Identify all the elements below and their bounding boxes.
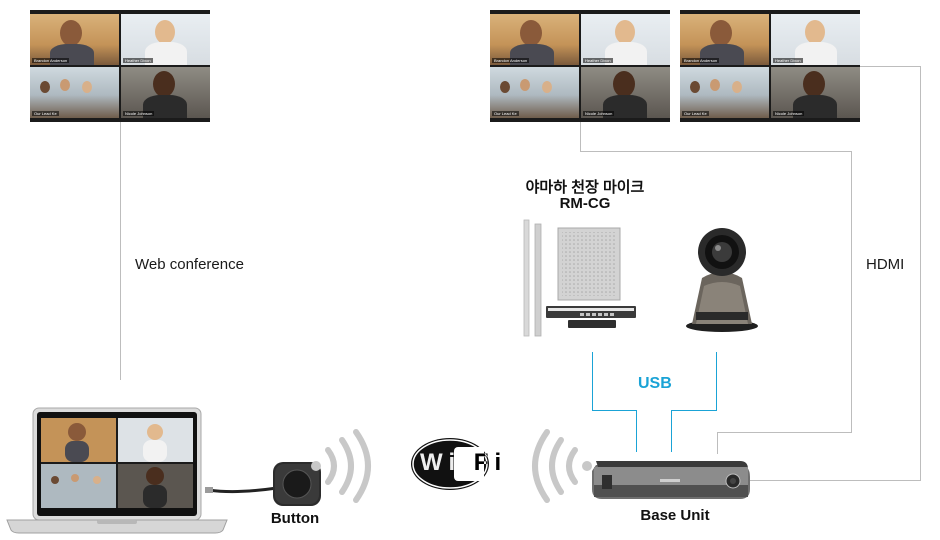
participant-name: Heather Dixon (583, 58, 613, 63)
mic-name-label: 야마하 천장 마이크 (525, 179, 645, 196)
hdmi-line-inner-bottom (717, 432, 852, 433)
usb-line-mic-across (592, 410, 637, 411)
participant-tile: Heather Dixon (771, 14, 860, 65)
hdmi-line-inner-right (851, 151, 852, 432)
participant-tile: Our Lead Ke (490, 67, 579, 118)
participant-name: Brandon Anderson (492, 58, 530, 63)
laptop-icon (6, 407, 228, 534)
screen2-drop-line (580, 122, 581, 152)
hdmi-line-outer-right (920, 66, 921, 480)
wifi-icon: Wi Fi (410, 437, 508, 491)
participant-tile: Brandon Anderson (30, 14, 119, 65)
usb-line-cam-across (671, 410, 717, 411)
hdmi-line-inner-top (580, 151, 852, 152)
participant-tile: Our Lead Ke (30, 67, 119, 118)
participant-name: Heather Dixon (123, 58, 153, 63)
participant-name: Our Lead Ke (32, 111, 59, 116)
participant-name: Heather Dixon (773, 58, 803, 63)
button-dongle-icon (205, 462, 321, 506)
participant-tile: Our Lead Ke (680, 67, 769, 118)
usb-label: USB (638, 375, 672, 392)
web-conference-label: Web conference (135, 256, 244, 273)
usb-line-cam-to-base (671, 410, 672, 452)
wireless-wave-icon (311, 429, 371, 503)
conference-screen-center: Brandon Anderson Heather Dixon Our Lead … (490, 10, 670, 122)
conference-screen-left: Brandon Anderson Heather Dixon Our Lead … (30, 10, 210, 122)
usb-line-cam-down (716, 352, 717, 410)
participant-name: Nicole Johnson (583, 111, 615, 116)
participant-name: Our Lead Ke (682, 111, 709, 116)
participant-tile: Heather Dixon (581, 14, 670, 65)
conference-screen-right: Brandon Anderson Heather Dixon Our Lead … (680, 10, 860, 122)
hdmi-line-outer-bottom (750, 480, 921, 481)
participant-name: Nicole Johnson (773, 111, 805, 116)
wifi-text: Wi Fi (420, 449, 508, 476)
participant-tile: Nicole Johnson (121, 67, 210, 118)
wireless-wave-icon (532, 429, 592, 503)
hdmi-label: HDMI (866, 256, 905, 273)
usb-line-mic-down (592, 352, 593, 410)
base-unit-label: Base Unit (640, 507, 710, 524)
camera-icon (686, 228, 758, 332)
base-unit-icon (592, 461, 750, 499)
participant-tile: Brandon Anderson (680, 14, 769, 65)
participant-name: Brandon Anderson (32, 58, 70, 63)
hdmi-line-inner-down (717, 432, 718, 454)
participant-name: Brandon Anderson (682, 58, 720, 63)
participant-tile: Heather Dixon (121, 14, 210, 65)
participant-tile: Nicole Johnson (581, 67, 670, 118)
button-label: Button (270, 510, 320, 527)
participant-tile: Brandon Anderson (490, 14, 579, 65)
laptop-to-screen-line (120, 122, 121, 380)
hdmi-line-outer-top (860, 66, 921, 67)
participant-name: Our Lead Ke (492, 111, 519, 116)
participant-tile: Nicole Johnson (771, 67, 860, 118)
participant-name: Nicole Johnson (123, 111, 155, 116)
mic-model-label: RM-CG (559, 195, 611, 212)
usb-line-mic-to-base (636, 410, 637, 452)
microphone-icon (523, 219, 636, 337)
